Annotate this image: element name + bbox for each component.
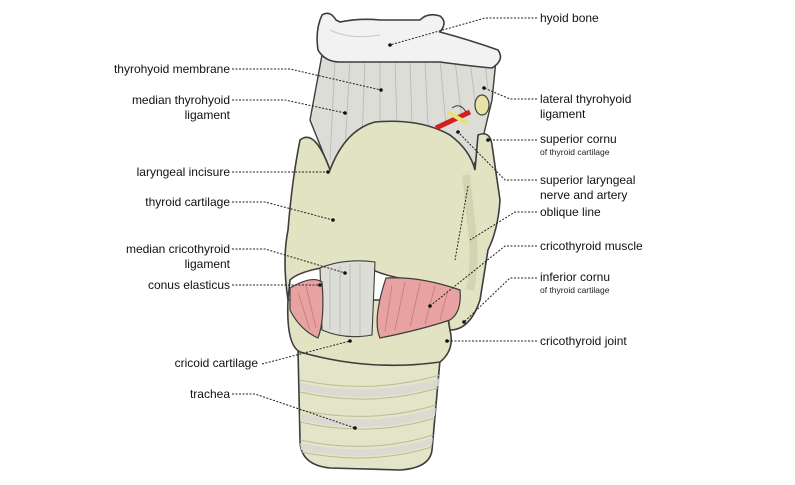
label-cricoid-cartilage: cricoid cartilage — [174, 356, 258, 370]
label-superior-cornu-sub: of thyroid cartilage — [540, 147, 610, 157]
label-oblique-line: oblique line — [540, 205, 601, 219]
label-inferior-cornu-main: inferior cornu — [540, 270, 611, 284]
label-laryngeal-incisure: laryngeal incisure — [136, 165, 230, 179]
label-conus-elasticus: conus elasticus — [147, 278, 230, 292]
label-hyoid-bone: hyoid bone — [540, 11, 599, 25]
label-thyroid-cartilage: thyroid cartilage — [145, 195, 230, 209]
label-thyrohyoid-membrane: thyrohyoid membrane — [113, 62, 230, 76]
label-median-cricothyroid-line2: ligament — [184, 257, 230, 271]
label-superior-laryngeal-line2: nerve and artery — [540, 188, 628, 202]
label-superior-laryngeal: superior laryngeal nerve and artery — [540, 173, 635, 203]
label-median-cricothyroid-ligament: median cricothyroid ligament — [126, 242, 230, 272]
label-trachea: trachea — [189, 387, 230, 401]
label-lateral-thyrohyoid-line1: lateral thyrohyoid — [540, 92, 632, 106]
cricothyroid-muscle-right — [376, 277, 461, 339]
label-inferior-cornu-sub: of thyroid cartilage — [540, 285, 610, 295]
label-superior-cornu: superior cornu of thyroid cartilage — [540, 132, 617, 157]
label-median-cricothyroid-line1: median cricothyroid — [125, 242, 230, 256]
label-superior-cornu-main: superior cornu — [540, 132, 617, 146]
trachea-structure — [297, 349, 441, 471]
thyroid-cartilage-shape — [284, 120, 501, 331]
label-lateral-thyrohyoid-line2: ligament — [540, 107, 586, 121]
label-cricothyroid-joint: cricothyroid joint — [540, 334, 627, 348]
label-median-thyrohyoid-line2: ligament — [184, 108, 230, 122]
hyoid-bone-shape — [316, 12, 502, 69]
label-median-thyrohyoid-line1: median thyrohyoid — [131, 93, 230, 107]
leader-lines — [232, 17, 537, 430]
label-lateral-thyrohyoid-ligament: lateral thyrohyoid ligament — [540, 92, 631, 122]
label-cricothyroid-muscle: cricothyroid muscle — [540, 239, 643, 253]
label-median-thyrohyoid-ligament: median thyrohyoid ligament — [132, 93, 230, 123]
label-superior-laryngeal-line1: superior laryngeal — [540, 173, 636, 187]
label-inferior-cornu: inferior cornu of thyroid cartilage — [540, 270, 610, 295]
